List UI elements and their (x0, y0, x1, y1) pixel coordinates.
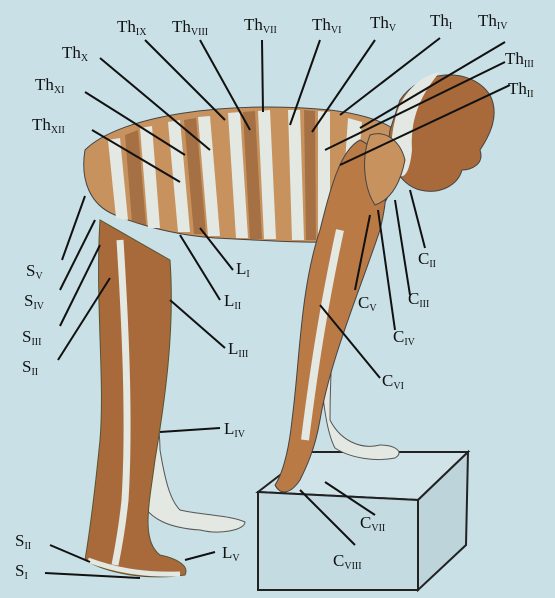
label-c5: CV (358, 294, 377, 314)
label-th12: ThXII (32, 116, 65, 136)
label-th8: ThVIII (172, 18, 208, 38)
label-c2: CII (418, 250, 436, 270)
label-th3: ThIII (505, 50, 534, 70)
label-th5: ThV (370, 14, 396, 34)
label-l1: LI (236, 260, 250, 280)
label-s5: SV (26, 262, 43, 282)
label-c7: CVII (360, 514, 385, 534)
label-c8: CVIII (333, 552, 362, 572)
label-l5: LV (222, 544, 240, 564)
label-th11: ThXI (35, 76, 64, 96)
label-c3: CIII (408, 290, 429, 310)
label-l3: LIII (228, 340, 248, 360)
label-s4: SIV (24, 292, 44, 312)
label-s1: SI (15, 562, 28, 582)
label-l2: LII (224, 292, 241, 312)
label-th7: ThVII (244, 16, 277, 36)
label-th2: ThII (508, 80, 534, 100)
label-th10: ThX (62, 44, 88, 64)
label-l4: LIV (224, 420, 245, 440)
label-c4: CIV (393, 328, 415, 348)
label-th1: ThI (430, 12, 452, 32)
label-s3: SIII (22, 328, 41, 348)
label-th9: ThIX (117, 18, 146, 38)
label-s2-foot: SII (15, 532, 31, 552)
label-s2: SII (22, 358, 38, 378)
label-th6: ThVI (312, 16, 341, 36)
label-th4: ThIV (478, 12, 507, 32)
label-c6: CVI (382, 372, 404, 392)
